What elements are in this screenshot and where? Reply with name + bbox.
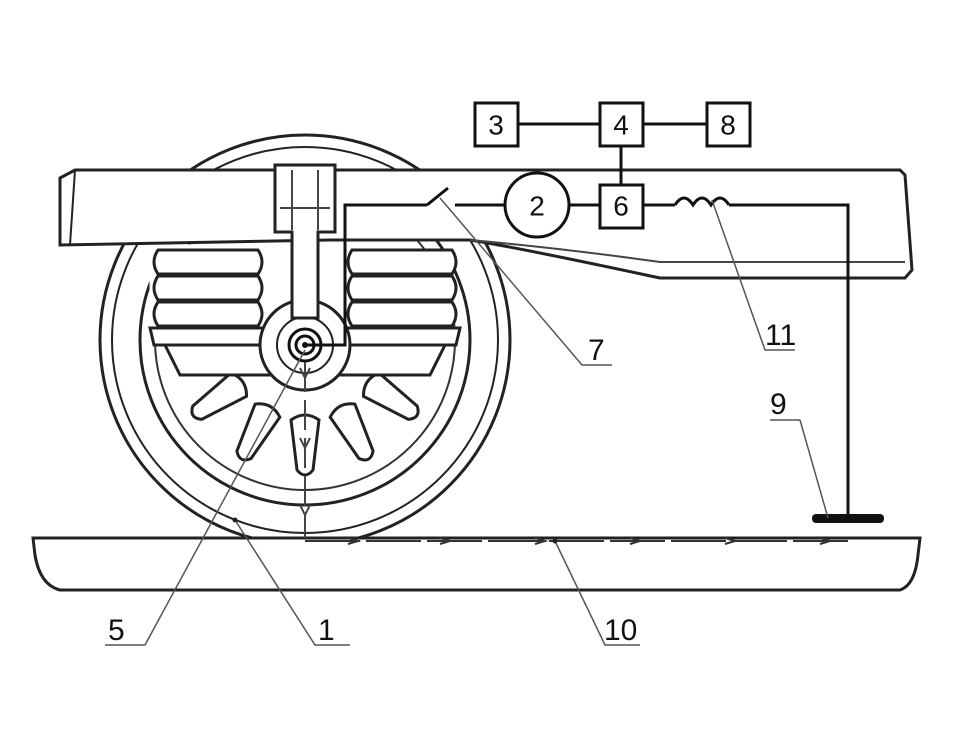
callout-1: 1 (318, 614, 335, 647)
svg-text:8: 8 (720, 110, 736, 141)
generator-2: 2 (503, 171, 571, 239)
block-6: 6 (598, 183, 645, 230)
left-spring (148, 244, 268, 347)
wheel-current-arrows (299, 362, 311, 538)
callout-9: 9 (770, 388, 787, 421)
callout-7: 7 (588, 334, 605, 367)
circuit-wires (305, 122, 850, 518)
rail (31, 536, 922, 592)
rail-current-path (305, 537, 848, 545)
coil-inductor (673, 196, 731, 208)
leader-lines (105, 197, 829, 646)
svg-text:6: 6 (613, 191, 629, 222)
block-4: 4 (598, 101, 645, 148)
grounding-plate (812, 514, 884, 523)
callout-10: 10 (604, 614, 637, 647)
block-8: 8 (705, 101, 752, 148)
svg-text:3: 3 (488, 110, 504, 141)
callout-5: 5 (108, 614, 125, 647)
right-spring (342, 248, 462, 347)
axle-guide (273, 163, 337, 320)
bogie-frame (58, 168, 914, 280)
switch-blade (426, 186, 449, 207)
callout-11: 11 (765, 319, 796, 352)
svg-text:4: 4 (613, 110, 629, 141)
block-3: 3 (473, 101, 520, 148)
svg-text:2: 2 (529, 191, 545, 222)
